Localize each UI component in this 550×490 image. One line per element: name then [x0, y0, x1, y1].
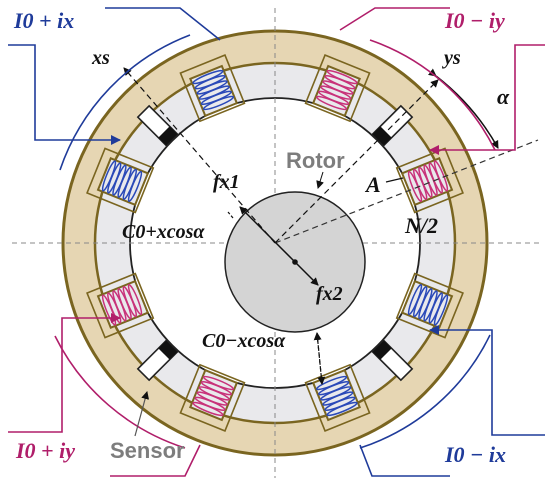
gap-plus-arrow-a [227, 211, 234, 219]
wire-iy-plus-arc [54, 335, 186, 449]
gap-plus-label: C0+xcosα [122, 221, 205, 243]
pole-top-left [179, 54, 246, 123]
pole-top-right [304, 54, 371, 123]
n-half-label: N/2 [404, 213, 438, 238]
xs-axis-label: xs [91, 47, 110, 69]
fx2-label: fx2 [316, 283, 343, 305]
rotor-label-arrow [316, 171, 324, 189]
wire-ix-plus-arc [59, 34, 191, 171]
ys-axis-label: ys [442, 47, 461, 69]
coil-pole-left-upper [101, 160, 143, 203]
wire-iy-plus-b [110, 444, 201, 477]
current-label-i0-plus-iy: I0 + iy [15, 438, 75, 463]
labels: I0 + ix I0 − iy I0 + iy I0 − ix xs ys α fx1 fx2 R… [13, 8, 510, 467]
wire-ix-minus-a [429, 325, 545, 436]
wire-iy-plus-a [8, 313, 121, 433]
current-label-i0-minus-ix: I0 − ix [444, 442, 506, 467]
coil-pole-left-lower [101, 283, 143, 326]
coil-pole-right-lower [407, 283, 449, 326]
coil-pole-bottom-left [192, 375, 235, 417]
pole-bottom-left [179, 363, 246, 432]
sensor-pointer [134, 391, 150, 437]
rotor-label: Rotor [286, 148, 345, 173]
wire-iy-minus-b [429, 44, 545, 155]
wire-ix-plus-b [105, 7, 221, 41]
ys-axis-arrow [274, 79, 439, 244]
pole-right-lower [395, 272, 464, 339]
point-a-pointer [385, 177, 404, 183]
fx1-label: fx1 [213, 171, 240, 193]
pole-right-upper [395, 147, 464, 214]
point-a-label: A [364, 172, 381, 197]
alpha-dashed-axis [274, 139, 539, 244]
pole-group [86, 54, 464, 432]
coil-pole-top-left [192, 69, 235, 111]
sensor-label: Sensor [110, 438, 185, 463]
pole-left-upper [86, 147, 155, 214]
wire-iy-minus-arc [369, 39, 496, 151]
sensor-4 [136, 339, 179, 382]
sensor-3 [371, 339, 414, 382]
current-label-i0-minus-iy: I0 − iy [444, 8, 505, 33]
xs-axis-arrow [123, 67, 276, 244]
sensor-1 [136, 104, 179, 147]
coil-pole-top-right [315, 69, 358, 111]
pole-left-lower [86, 272, 155, 339]
wire-ix-plus-a [8, 44, 121, 145]
gap-minus-label: C0−xcosα [202, 330, 286, 352]
wire-ix-minus-arc [359, 334, 491, 449]
fx2-arrow [294, 261, 319, 286]
lead-wires [8, 7, 545, 477]
wire-iy-minus-a [339, 7, 450, 31]
coil-pole-right-upper [407, 160, 449, 203]
coil-pole-bottom-right [315, 375, 358, 417]
wire-ix-minus-b [359, 444, 450, 477]
current-label-i0-plus-ix: I0 + ix [13, 8, 74, 33]
alpha-label: α [497, 84, 510, 109]
gap-minus-arrow-up [313, 332, 323, 385]
